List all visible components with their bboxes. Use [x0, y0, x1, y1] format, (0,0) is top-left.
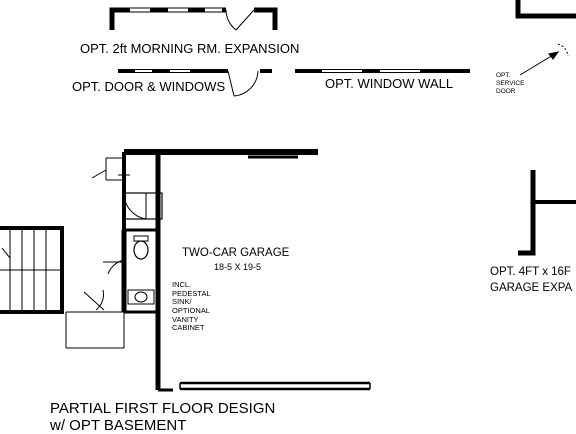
garage-size-label: 18-5 X 19-5 — [214, 262, 262, 272]
door-and-windows-label: OPT. DOOR & WINDOWS — [72, 79, 226, 94]
sink-note-label: INCL. PEDESTAL SINK/ OPTIONAL VANITY CAB… — [172, 280, 211, 333]
morning-room-expansion-walls — [109, 7, 278, 31]
service-door-symbol — [515, 0, 576, 76]
window-wall-label: OPT. WINDOW WALL — [325, 76, 454, 91]
service-door-label: OPT. SERVICE DOOR — [496, 72, 525, 95]
garage-expansion-walls — [518, 170, 576, 256]
garage-expansion-label: OPT. 4FT x 16F GARAGE EXPA — [490, 266, 573, 294]
morning-room-expansion-label: OPT. 2ft MORNING RM. EXPANSION — [80, 41, 300, 56]
main-floor-plan — [0, 149, 371, 392]
plan-title: PARTIAL FIRST FLOOR DESIGN w/ OPT BASEME… — [50, 400, 276, 434]
garage-name-label: TWO-CAR GARAGE — [182, 247, 290, 259]
door-and-windows-wall — [118, 69, 272, 97]
